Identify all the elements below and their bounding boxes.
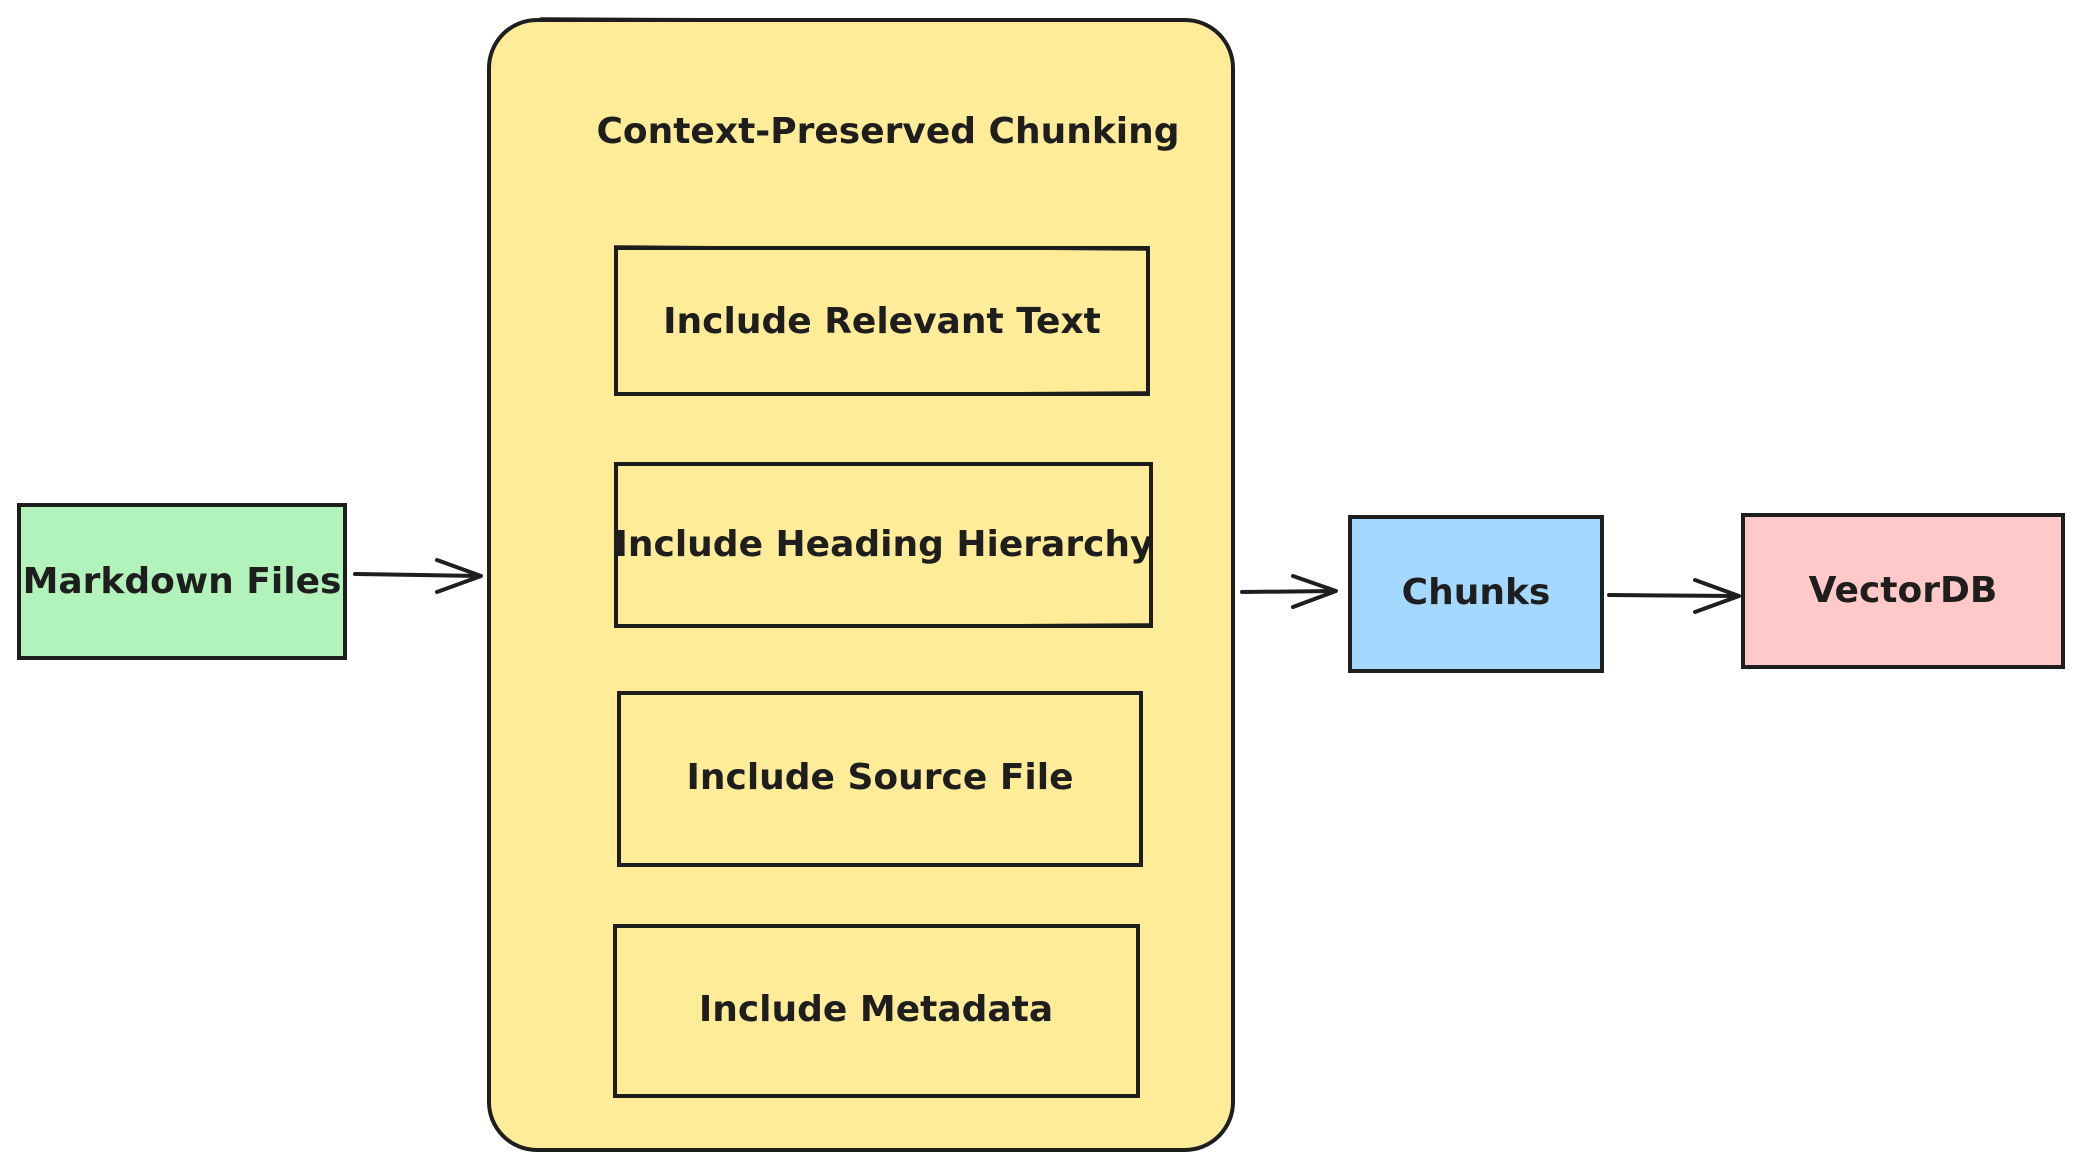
vectordb-node[interactable]: VectorDB bbox=[1740, 513, 2065, 669]
markdown-files-node[interactable]: Markdown Files bbox=[16, 503, 347, 660]
arrow-markdown-to-chunking bbox=[353, 558, 483, 594]
vectordb-label: VectorDB bbox=[1809, 570, 1998, 611]
step-metadata-label: Include Metadata bbox=[699, 989, 1053, 1030]
step-heading-hierarchy-label: Include Heading Hierarchy bbox=[614, 524, 1153, 565]
chunks-node[interactable]: Chunks bbox=[1347, 515, 1604, 673]
step-source-file-node[interactable]: Include Source File bbox=[616, 691, 1143, 867]
chunking-group-title: Context-Preserved Chunking bbox=[596, 111, 1179, 152]
step-relevant-text-node[interactable]: Include Relevant Text bbox=[613, 245, 1150, 396]
step-metadata-node[interactable]: Include Metadata bbox=[612, 924, 1140, 1098]
markdown-files-label: Markdown Files bbox=[23, 561, 342, 602]
chunks-label: Chunks bbox=[1402, 572, 1551, 613]
step-source-file-label: Include Source File bbox=[686, 757, 1073, 798]
arrow-chunks-to-vectordb bbox=[1607, 578, 1741, 614]
step-heading-hierarchy-node[interactable]: Include Heading Hierarchy bbox=[613, 462, 1154, 628]
arrow-chunking-to-chunks bbox=[1240, 574, 1338, 609]
step-relevant-text-label: Include Relevant Text bbox=[663, 301, 1101, 342]
